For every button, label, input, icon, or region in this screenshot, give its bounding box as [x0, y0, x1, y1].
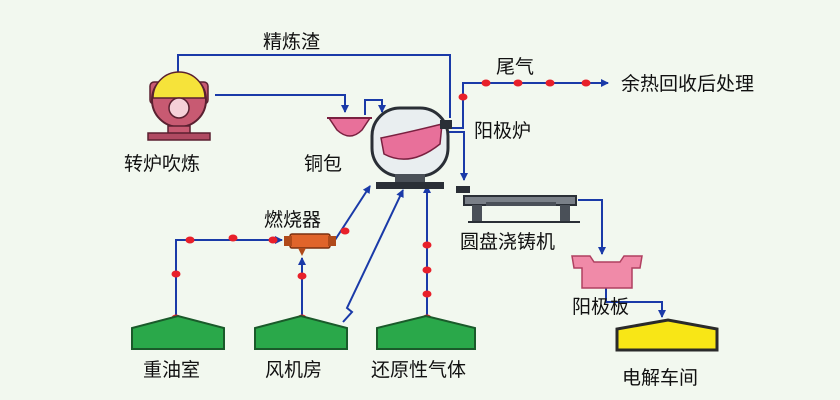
ladle-label: 铜包 [304, 153, 342, 175]
flow-node-dot [185, 236, 195, 244]
anode-to-electrolysis-line [605, 288, 666, 318]
tail-gas-label: 尾气 [496, 56, 534, 78]
anode-plate-icon [571, 255, 643, 289]
burner-label: 燃烧器 [264, 209, 321, 231]
casting-to-anode-line [578, 199, 606, 255]
flow-node-dot [340, 227, 350, 235]
flow-node-dot [422, 241, 432, 249]
flow-node-dot [268, 236, 278, 244]
oil-to-burner-line [175, 236, 283, 318]
anode-plate-label: 阳极板 [572, 296, 629, 318]
waste-heat-label: 余热回收后处理 [621, 73, 754, 95]
reducing-gas-label: 还原性气体 [371, 359, 466, 381]
ladle-icon [327, 117, 372, 137]
flow-node-dot [458, 93, 468, 101]
flow-node-dot [228, 234, 238, 242]
flow-node-dot [171, 270, 181, 278]
anode-furnace-icon [370, 106, 452, 189]
casting-machine-label: 圆盘浇铸机 [460, 231, 555, 253]
anode-furnace-label: 阳极炉 [474, 120, 531, 142]
storage-building-icon [376, 314, 476, 350]
storage-building-icon [131, 314, 225, 350]
heavy-oil-label: 重油室 [143, 359, 200, 381]
ladle-to-furnace-line [364, 99, 386, 115]
blower-room-label: 风机房 [265, 359, 322, 381]
tail-gas-line [448, 79, 609, 129]
slag-return-line [174, 54, 451, 118]
slag-label: 精炼渣 [263, 31, 320, 53]
flow-node-dot [297, 272, 307, 280]
flow-node-dot [422, 290, 432, 298]
flow-node-dot [481, 79, 491, 87]
converter-to-ladle-line [215, 94, 349, 113]
burner-to-furnace-line [334, 185, 371, 241]
storage-building-icon [254, 314, 348, 350]
burner-icon [284, 233, 336, 256]
flow-node-dot [581, 79, 591, 87]
converter-label: 转炉吹炼 [124, 153, 200, 175]
electrolysis-label: 电解车间 [622, 367, 698, 389]
blower-to-furnace-line [342, 189, 404, 323]
flow-node-dot [545, 79, 555, 87]
converter-icon [147, 71, 211, 141]
furnace-to-casting-line [447, 131, 468, 181]
electrolysis-building-icon [615, 318, 719, 352]
flow-node-dot [422, 266, 432, 274]
casting-machine-icon [456, 186, 580, 223]
flow-node-dot [513, 79, 523, 87]
